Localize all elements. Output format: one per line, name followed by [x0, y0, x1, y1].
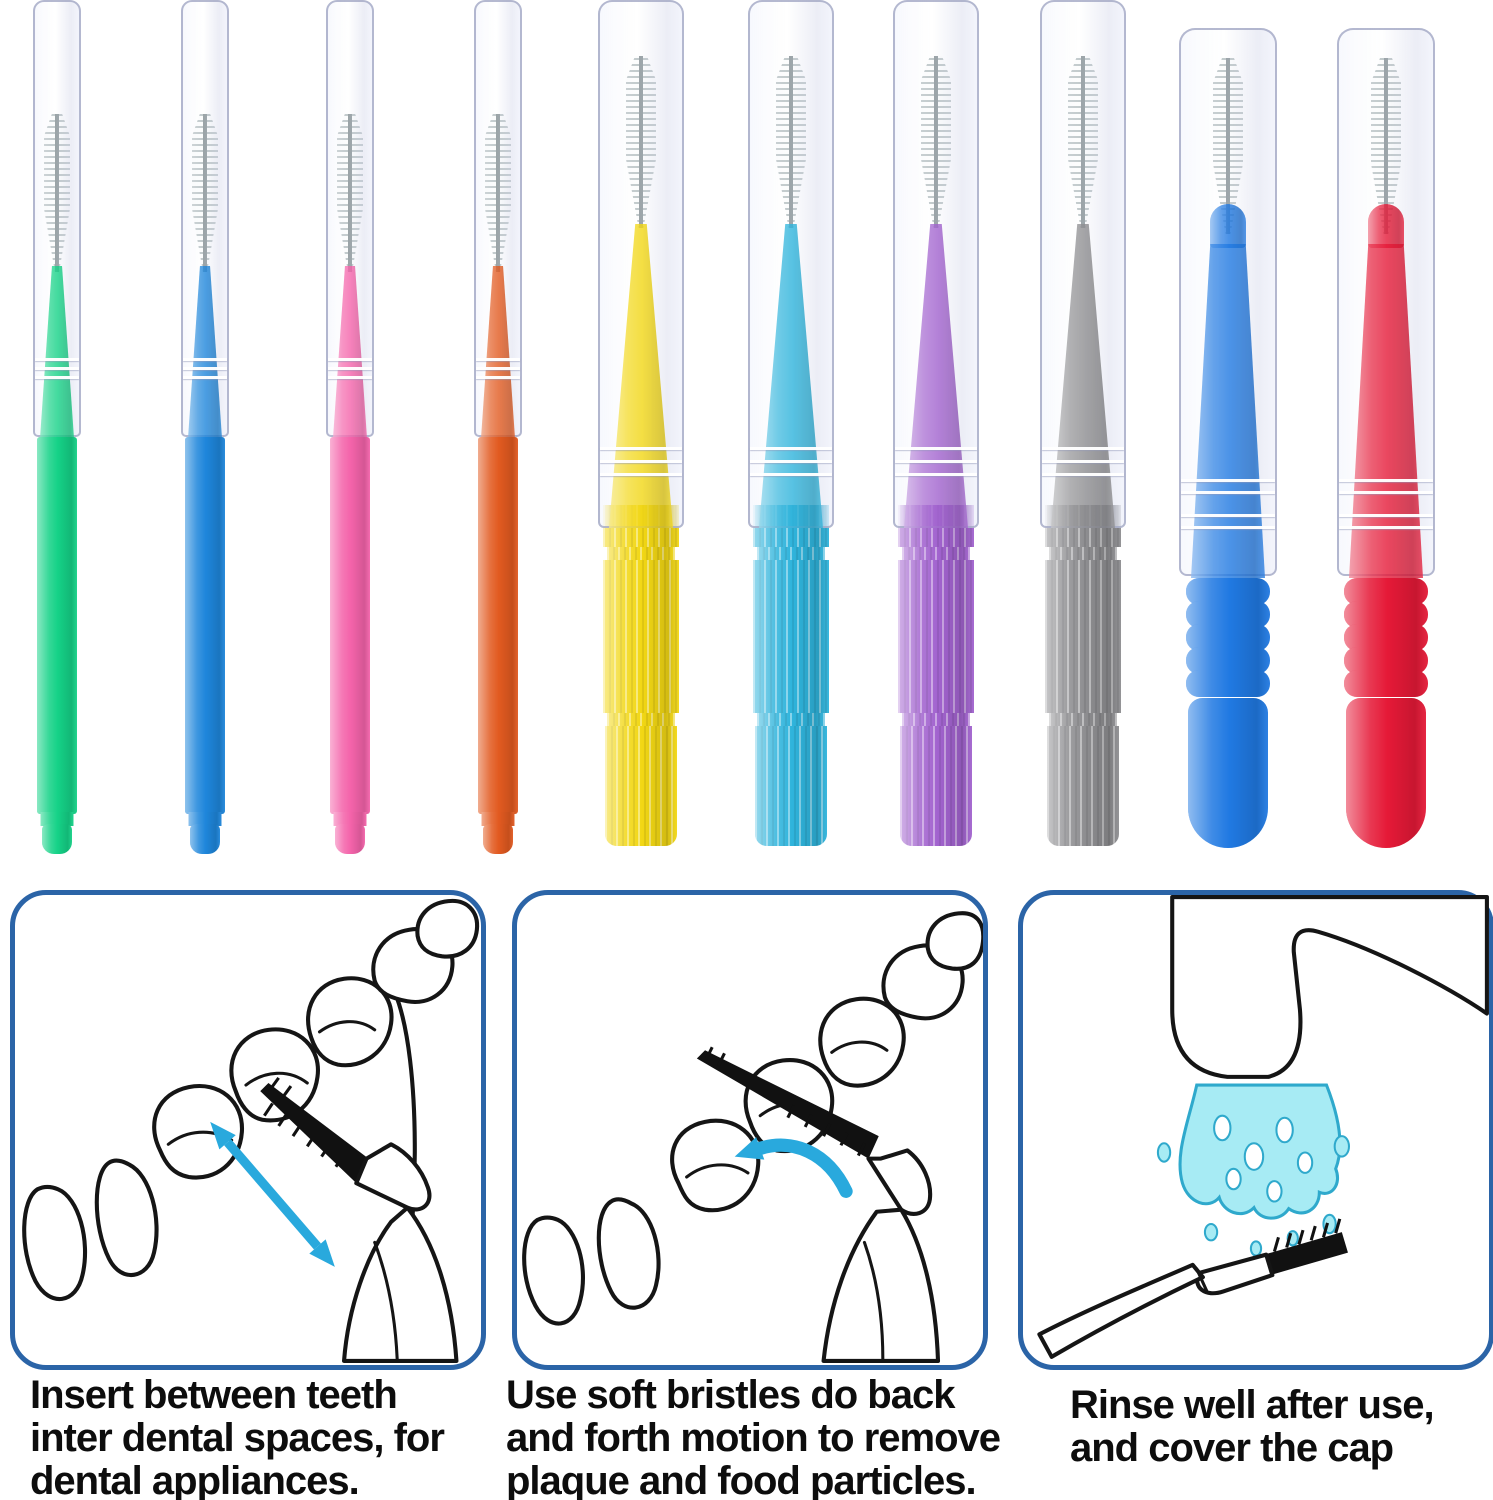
handle-end — [605, 726, 677, 846]
handle-end — [900, 726, 972, 846]
protective-cap — [33, 0, 81, 437]
brush-row — [0, 0, 1446, 870]
gray-interdental-brush — [1023, 0, 1143, 870]
royal-blue-interdental-brush — [1168, 0, 1288, 870]
red-interdental-brush — [1326, 0, 1446, 870]
protective-cap — [748, 0, 834, 528]
panel-insert-step — [10, 890, 486, 1370]
caption-line: Use soft bristles do back — [506, 1373, 955, 1417]
back-and-forth-motion-illustration — [522, 911, 983, 1363]
pink-interdental-brush — [290, 0, 410, 870]
cyan-interdental-brush — [731, 0, 851, 870]
insert-between-teeth-illustration — [22, 898, 480, 1363]
caption-line: Insert between teeth — [30, 1373, 398, 1417]
protective-cap — [474, 0, 522, 437]
brush-handle — [330, 437, 370, 814]
handle-end — [190, 824, 220, 854]
purple-interdental-brush — [876, 0, 996, 870]
blue-interdental-brush — [145, 0, 265, 870]
rinse-brush-illustration — [1037, 895, 1489, 1359]
protective-cap — [893, 0, 979, 528]
protective-cap — [326, 0, 374, 437]
caption-line: Rinse well after use, — [1070, 1383, 1435, 1427]
brush-handle — [37, 437, 77, 814]
protective-cap — [598, 0, 684, 528]
handle-grip — [1188, 698, 1268, 848]
protective-cap — [1179, 28, 1277, 578]
handle-end — [1047, 726, 1119, 846]
yellow-interdental-brush — [581, 0, 701, 870]
caption-rinse-step: Rinse well after use, and cover the cap — [1070, 1383, 1435, 1470]
handle-end — [42, 824, 72, 854]
brush-handle — [478, 437, 518, 814]
protective-cap — [1337, 28, 1435, 578]
caption-line: and forth motion to remove — [506, 1416, 1001, 1460]
caption-insert-step: Insert between teeth inter dental spaces… — [30, 1373, 445, 1500]
caption-motion-step: Use soft bristles do back and forth moti… — [506, 1373, 1001, 1500]
handle-end — [755, 726, 827, 846]
handle-end — [335, 824, 365, 854]
caption-line: dental appliances. — [30, 1459, 360, 1500]
caption-line: and cover the cap — [1070, 1426, 1394, 1470]
orange-interdental-brush — [438, 0, 558, 870]
rotation-arrow-icon — [734, 1137, 853, 1198]
handle-end — [483, 824, 513, 854]
protective-cap — [1040, 0, 1126, 528]
double-arrow-icon — [210, 1121, 335, 1267]
brush-handle — [185, 437, 225, 814]
panel-rinse-step — [1018, 890, 1493, 1370]
green-interdental-brush — [0, 0, 117, 870]
water-spray-icon — [1156, 1083, 1350, 1257]
caption-line: plaque and food particles. — [506, 1459, 977, 1500]
handle-grip — [1346, 698, 1426, 848]
protective-cap — [181, 0, 229, 437]
caption-line: inter dental spaces, for — [30, 1416, 445, 1460]
panel-motion-step — [512, 890, 988, 1370]
